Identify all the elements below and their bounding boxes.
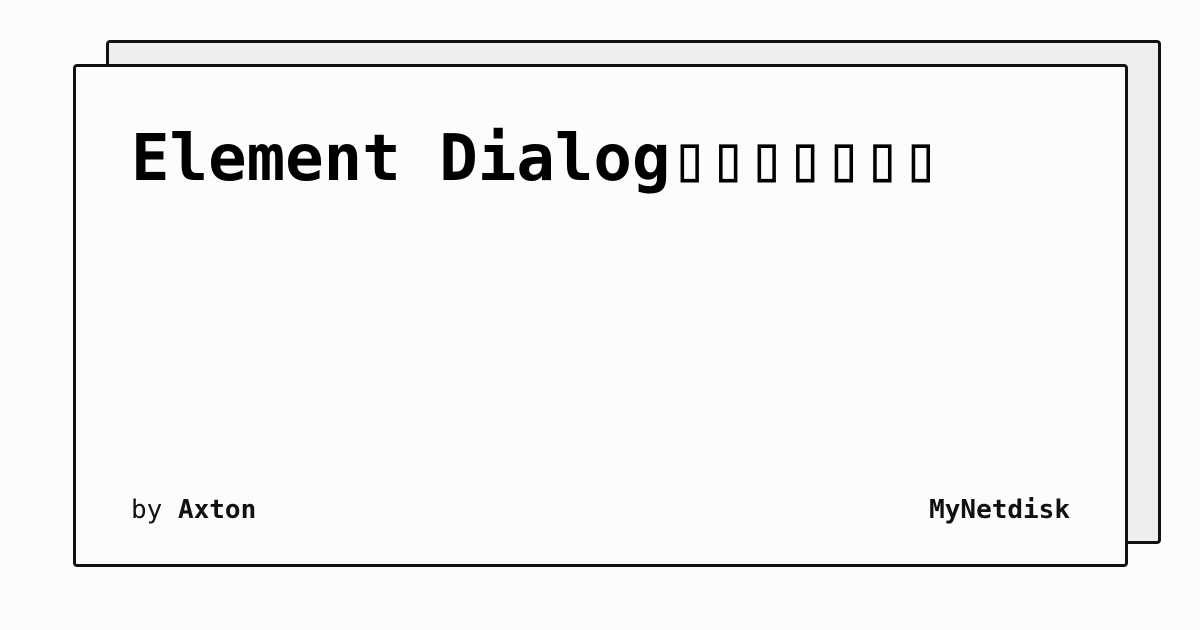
title-card: Element Dialog▯▯▯▯▯▯▯ by Axton MyNetdisk <box>73 64 1128 567</box>
site-name: MyNetdisk <box>929 495 1070 525</box>
page-title: Element Dialog▯▯▯▯▯▯▯ <box>131 122 941 196</box>
author-name: Axton <box>177 495 257 525</box>
byline: by Axton <box>131 493 256 527</box>
byline-prefix: by <box>131 495 163 525</box>
